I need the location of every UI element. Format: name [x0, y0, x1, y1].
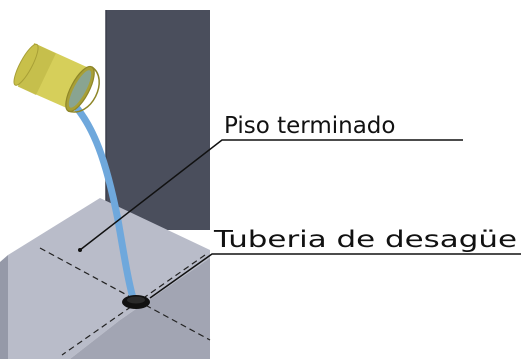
bucket-icon: [13, 43, 100, 113]
slab-left-edge: [0, 255, 8, 359]
finished-floor-leader: [79, 139, 463, 251]
finished-floor-leader-dot: [78, 248, 82, 252]
floor-dashed-line-b: [61, 254, 206, 356]
wall-face: [106, 10, 210, 230]
slab-side-face: [70, 250, 210, 359]
finished-floor-surface: [8, 198, 210, 359]
finished-floor-label: Piso terminado: [224, 113, 395, 139]
drain-pipe-label: Tuberia de desagüe: [213, 227, 517, 253]
drain-pipe-leader: [149, 253, 521, 299]
water-stream: [60, 91, 137, 302]
drain-hole-icon: [122, 295, 150, 309]
floor-dashed-line-a: [39, 247, 211, 341]
